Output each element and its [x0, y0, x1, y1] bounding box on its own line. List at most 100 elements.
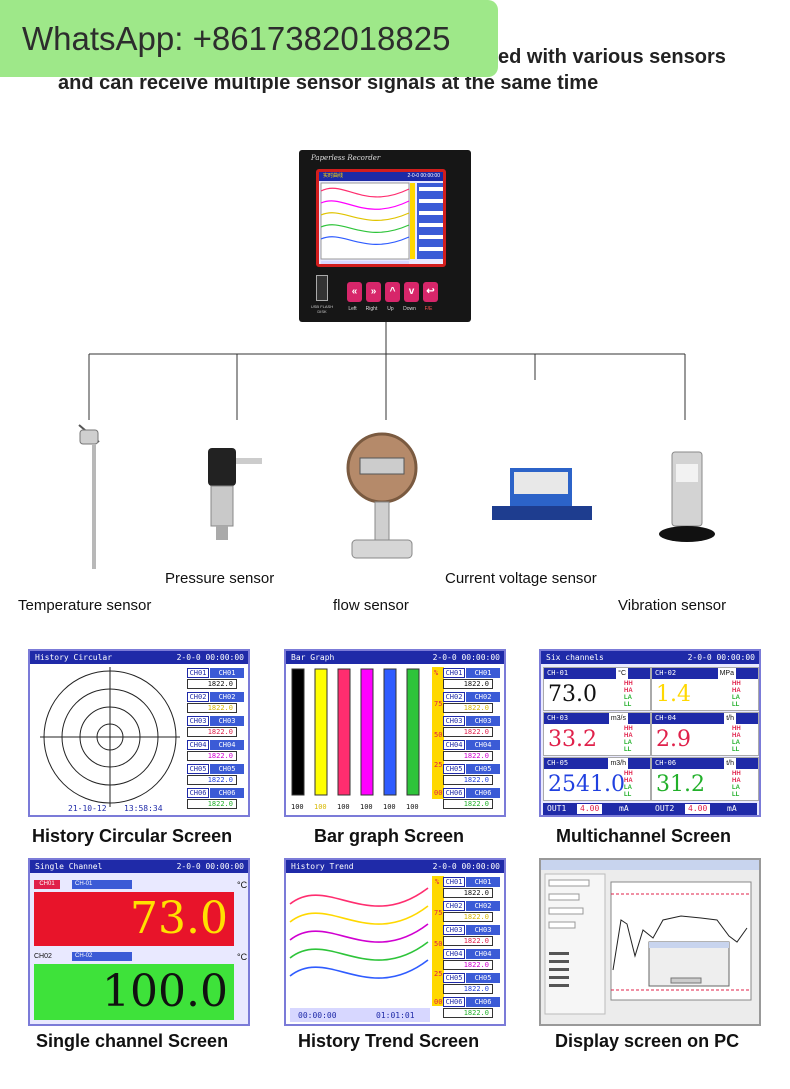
- ch2-display: 100.0: [34, 964, 234, 1020]
- cell-channel: CH-06: [655, 759, 677, 767]
- channel-name: CH02: [466, 901, 500, 911]
- cell-channel: CH-02: [655, 669, 677, 677]
- bar-5: [383, 668, 397, 796]
- channel-tag: CH05: [187, 764, 209, 774]
- bar-scale-tick-4: 00: [434, 789, 442, 797]
- flow-sensor-image: [346, 432, 418, 559]
- trend-start-time: 00:00:00: [298, 1011, 337, 1020]
- panel-clock: 2-0-0 00:00:00: [432, 862, 500, 871]
- channel-name: CH01: [466, 668, 500, 678]
- out1-unit: mA: [619, 804, 629, 813]
- bar-scale-tick-2: 50: [434, 731, 442, 739]
- right-key[interactable]: »: [366, 282, 381, 302]
- up-key[interactable]: ^: [385, 282, 400, 302]
- alarm-indicator: LL: [732, 792, 740, 798]
- trend-chart: % 75 50 25 00 00:00:00 01:01:01: [289, 876, 444, 1022]
- channel-tag: CH03: [443, 925, 465, 935]
- channel-name: CH03: [466, 925, 500, 935]
- pressure-sensor-image: [208, 448, 262, 540]
- whatsapp-banner[interactable]: WhatsApp: +8617382018825: [0, 0, 498, 77]
- fe-key[interactable]: ↩: [423, 282, 438, 302]
- cell-value: 31.2: [656, 772, 705, 797]
- channel-tag: CH04: [443, 949, 465, 959]
- left-key[interactable]: «: [347, 282, 362, 302]
- vibration-sensor-label: Vibration sensor: [618, 597, 727, 614]
- bar-scale-strip: [432, 667, 444, 799]
- channel-value: 1822.0: [443, 984, 493, 994]
- channel-value: 1822.0: [443, 775, 493, 785]
- channel-value: 1822.0: [443, 727, 493, 737]
- channel-name: CH05: [466, 764, 500, 774]
- bar-2: [314, 668, 328, 796]
- single-channel-caption: Single channel Screen: [36, 1031, 229, 1051]
- headline-line1: ed with various sensors: [498, 46, 726, 68]
- channel-tag: CH06: [443, 788, 465, 798]
- alarm-indicator: LL: [624, 702, 632, 708]
- down-key[interactable]: v: [404, 282, 419, 302]
- channel-value: 1822.0: [187, 727, 237, 737]
- sensor-images: [78, 424, 715, 569]
- channel-name: CH03: [466, 716, 500, 726]
- ch1-value: 73.0: [130, 893, 228, 944]
- alarm-indicator: LA: [624, 695, 632, 701]
- channel-name: CH01: [210, 668, 244, 678]
- bar-3: [337, 668, 351, 796]
- alarm-indicator: HH: [624, 726, 633, 732]
- vibration-sensor-image: [659, 451, 715, 542]
- channel-value: 1822.0: [443, 888, 493, 898]
- alarm-indicator: LL: [624, 747, 632, 753]
- usb-port: [316, 275, 328, 301]
- alarm-indicator: HA: [732, 733, 741, 739]
- out2-label: OUT2: [655, 804, 675, 813]
- channel-value: 1822.0: [443, 1008, 493, 1018]
- channel-tag: CH01: [443, 877, 465, 887]
- channel-name: CH04: [210, 740, 244, 750]
- channel-name: CH05: [466, 973, 500, 983]
- temperature-sensor-label: Temperature sensor: [18, 597, 152, 614]
- cell-header: CH-01°C: [544, 668, 650, 679]
- headline: ed with various sensors and can receive …: [58, 44, 778, 96]
- alarm-indicator: LA: [624, 785, 632, 791]
- recorder-screen-title: 实时曲线: [323, 173, 344, 179]
- channel-name: CH05: [210, 764, 244, 774]
- current-voltage-sensor-image: [492, 468, 592, 520]
- panel-title: Six channels: [546, 653, 604, 662]
- pc-screen-caption: Display screen on PC: [555, 1031, 740, 1051]
- cell-unit: °C: [616, 668, 628, 679]
- alarm-indicator: LA: [624, 740, 632, 746]
- cell-unit: m3/h: [608, 758, 628, 769]
- bar-scale-tick-3: 25: [434, 761, 442, 769]
- alarm-indicator: HH: [624, 771, 633, 777]
- channel-value: 1822.0: [443, 799, 493, 809]
- trend-scale-50: 50: [434, 940, 442, 948]
- bar-graph-caption: Bar graph Screen: [314, 826, 465, 846]
- alarm-indicator: HA: [732, 688, 741, 694]
- circular-date: 21-10-12: [68, 804, 107, 813]
- alarm-indicator: LL: [624, 792, 632, 798]
- channel-name: CH01: [466, 877, 500, 887]
- alarm-indicator: LA: [732, 695, 740, 701]
- out1-value: 4.00: [577, 804, 603, 814]
- trend-scale-25: 25: [434, 970, 442, 978]
